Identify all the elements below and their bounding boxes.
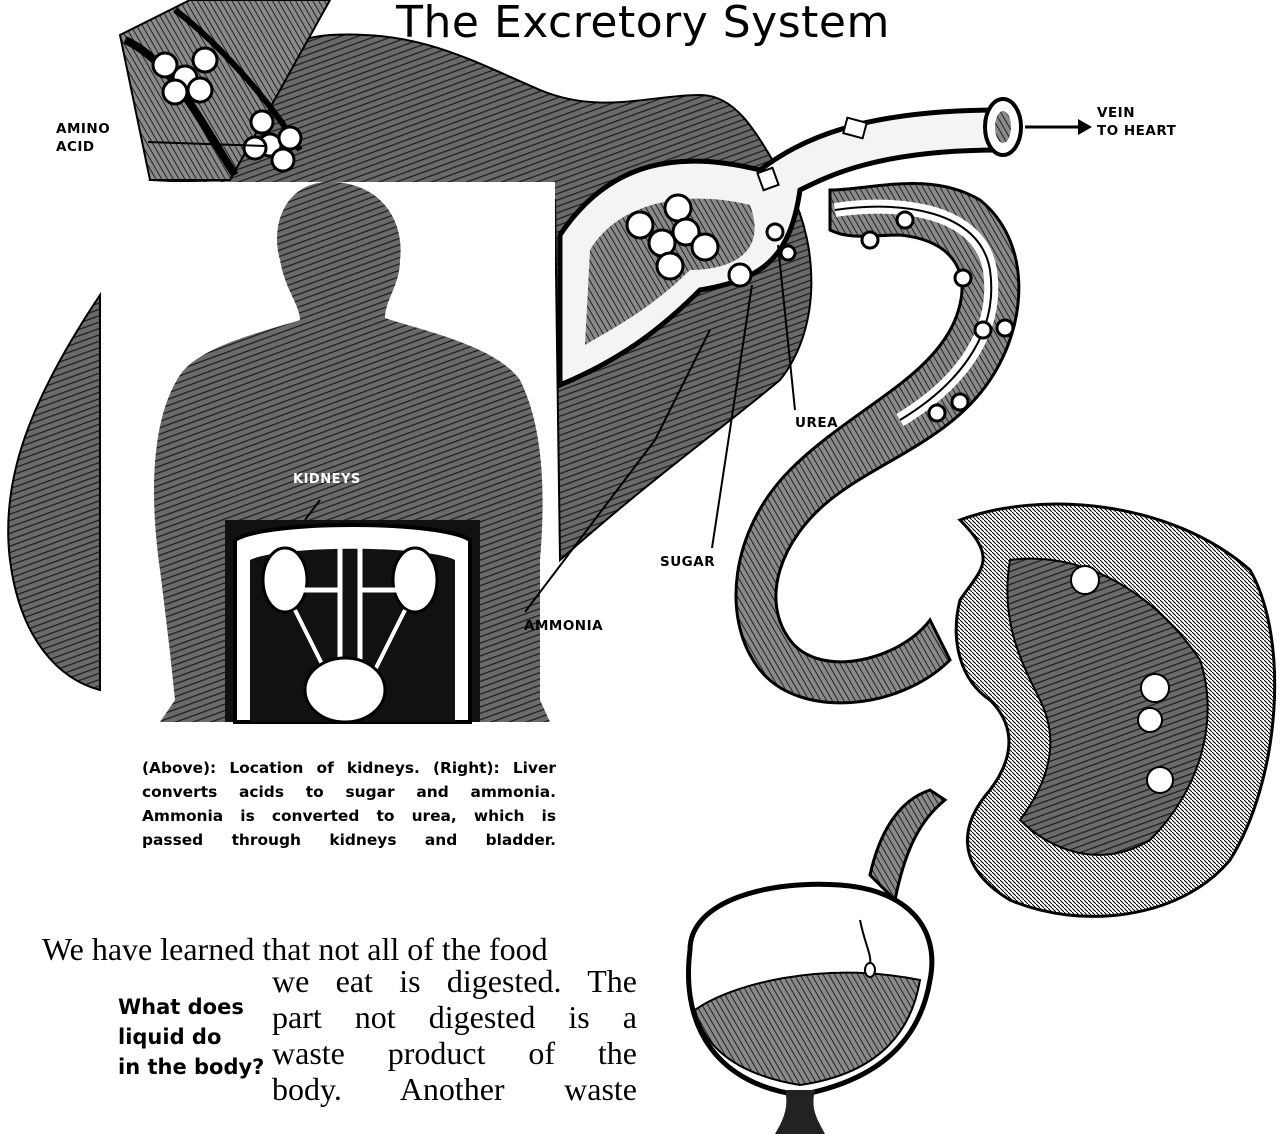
body-line: we eat is digested. The xyxy=(272,963,637,999)
question-line: in the body? xyxy=(118,1052,264,1082)
ureter xyxy=(870,790,945,900)
label-vein-to-heart: VEIN TO HEART xyxy=(1097,104,1176,140)
caption-line: converts acids to sugar and ammonia. xyxy=(142,780,556,804)
question-line: liquid do xyxy=(118,1022,264,1052)
label-line: VEIN xyxy=(1097,104,1176,122)
label-line: ACID xyxy=(56,138,110,156)
caption-line: Ammonia is converted to urea, which is xyxy=(142,804,556,828)
margin-question: What does liquid do in the body? xyxy=(118,992,264,1082)
inset-bladder-icon xyxy=(305,658,385,722)
right-kidney-icon xyxy=(393,548,437,612)
body-line: waste product of the xyxy=(272,1035,637,1071)
caption-line: (Above): Location of kidneys. (Right): L… xyxy=(142,756,556,780)
vein-arrow-icon xyxy=(1078,119,1092,135)
label-sugar: SUGAR xyxy=(660,553,715,571)
body-text-first-line: We have learned that not all of the food xyxy=(42,931,642,967)
question-line: What does xyxy=(118,992,264,1022)
body-line: body. Another waste xyxy=(272,1071,637,1107)
label-kidneys: KIDNEYS xyxy=(293,471,361,489)
body-text-column: we eat is digested. The part not digeste… xyxy=(272,963,637,1107)
label-amino-acid: AMINO ACID xyxy=(56,120,110,156)
body-line: part not digested is a xyxy=(272,999,637,1035)
left-kidney-icon xyxy=(263,548,307,612)
figure-caption: (Above): Location of kidneys. (Right): L… xyxy=(142,756,556,852)
label-line: TO HEART xyxy=(1097,122,1176,140)
liver-lobe-left xyxy=(8,295,100,690)
label-line: AMINO xyxy=(56,120,110,138)
urethra xyxy=(775,1090,825,1134)
caption-line: passed through kidneys and bladder. xyxy=(142,828,556,852)
label-urea: UREA xyxy=(795,414,838,432)
label-ammonia: AMMONIA xyxy=(524,617,603,635)
